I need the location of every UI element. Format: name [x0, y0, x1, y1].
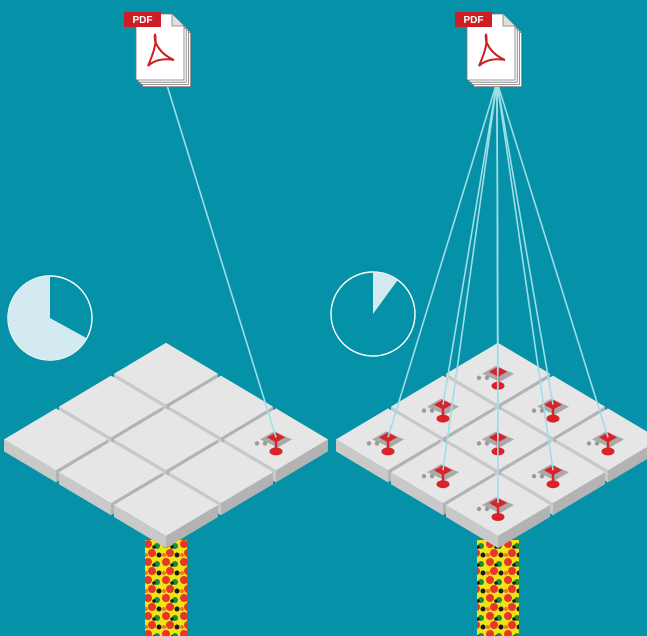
- grid-tile: [114, 474, 218, 548]
- thread-pin: [551, 406, 555, 419]
- grid-tile: [224, 408, 328, 483]
- tile-top-face: [59, 441, 163, 504]
- thread-lines: [165, 81, 277, 438]
- tile-left-face: [336, 439, 388, 483]
- acrobat-logo-icon: [147, 33, 175, 67]
- progress-pie: [7, 275, 93, 361]
- port-dot: [531, 408, 537, 413]
- pdf-page-fold: [502, 14, 515, 27]
- tile-right-face: [498, 505, 550, 548]
- thread-pin: [551, 472, 555, 485]
- tile-right-face: [608, 447, 647, 483]
- thread-line: [442, 81, 498, 471]
- port-dot: [429, 408, 435, 413]
- pie-slice: [7, 276, 87, 360]
- thread-lines: [387, 81, 609, 504]
- thread-pin: [441, 472, 445, 485]
- pdf-tag: [124, 12, 161, 27]
- tile-grid: [336, 342, 647, 548]
- port-dot: [366, 441, 372, 446]
- pie-slice: [373, 272, 398, 314]
- tile-right-face: [166, 505, 218, 548]
- tile-top-face: [114, 342, 218, 405]
- data-stream-column: [145, 540, 187, 636]
- thread-line: [496, 81, 499, 504]
- tile-left-face: [4, 439, 56, 483]
- tile-top-face: [114, 474, 218, 536]
- tile-right-face: [553, 472, 605, 516]
- port-dot: [476, 506, 482, 512]
- pdf-label: PDF: [133, 15, 153, 26]
- tile-right-face: [221, 472, 273, 516]
- acrobat-logo-icon: [478, 33, 506, 67]
- port-dot: [421, 408, 427, 413]
- thread-line: [496, 81, 554, 405]
- grid-tile: [446, 474, 550, 548]
- tile-top-face: [59, 375, 163, 438]
- port-dot: [594, 441, 600, 446]
- pdf-page-fold: [171, 14, 184, 27]
- port-dot: [429, 474, 435, 479]
- thread-pin: [441, 406, 445, 419]
- port-dot: [374, 441, 380, 446]
- data-stream-column: [477, 540, 519, 636]
- tile-top-face: [169, 375, 273, 438]
- pdf-label: PDF: [464, 15, 484, 26]
- thread-pin: [606, 439, 610, 452]
- tile-left-face: [446, 505, 498, 548]
- tile-right-face: [276, 439, 328, 483]
- pdf-document-icon: PDF: [455, 12, 522, 87]
- port-dot: [484, 375, 490, 380]
- pdf-document-icon: PDF: [124, 12, 191, 87]
- thread-line: [442, 81, 498, 405]
- port-dot: [421, 474, 427, 479]
- port-dot: [484, 506, 490, 512]
- port-dot: [254, 441, 260, 446]
- thread-line: [496, 81, 554, 471]
- port-dot: [262, 441, 268, 446]
- tile-grid: [4, 342, 328, 548]
- tile-top-face: [114, 408, 218, 471]
- thread-line: [496, 81, 609, 438]
- port-dot: [476, 441, 482, 446]
- pdf-tag: [455, 12, 492, 27]
- tile-top-face: [169, 441, 273, 504]
- thread-pin: [496, 505, 500, 517]
- port-dot: [476, 375, 482, 380]
- tile-left-face: [391, 472, 443, 516]
- thread-line: [165, 81, 277, 438]
- port-dot: [539, 408, 545, 413]
- tile-left-face: [59, 472, 111, 516]
- thread-pin: [274, 439, 278, 452]
- tile-top-face: [4, 408, 108, 471]
- port-dot: [586, 441, 592, 446]
- tile-left-face: [114, 505, 166, 548]
- single-thread-panel: PDF: [4, 12, 328, 636]
- thread-pin: [386, 439, 390, 452]
- port-dot: [484, 441, 490, 446]
- port-dot: [539, 474, 545, 479]
- multi-thread-panel: PDF: [330, 12, 647, 636]
- port-dot: [531, 474, 537, 479]
- thread-line: [387, 81, 498, 438]
- progress-pie: [330, 271, 416, 357]
